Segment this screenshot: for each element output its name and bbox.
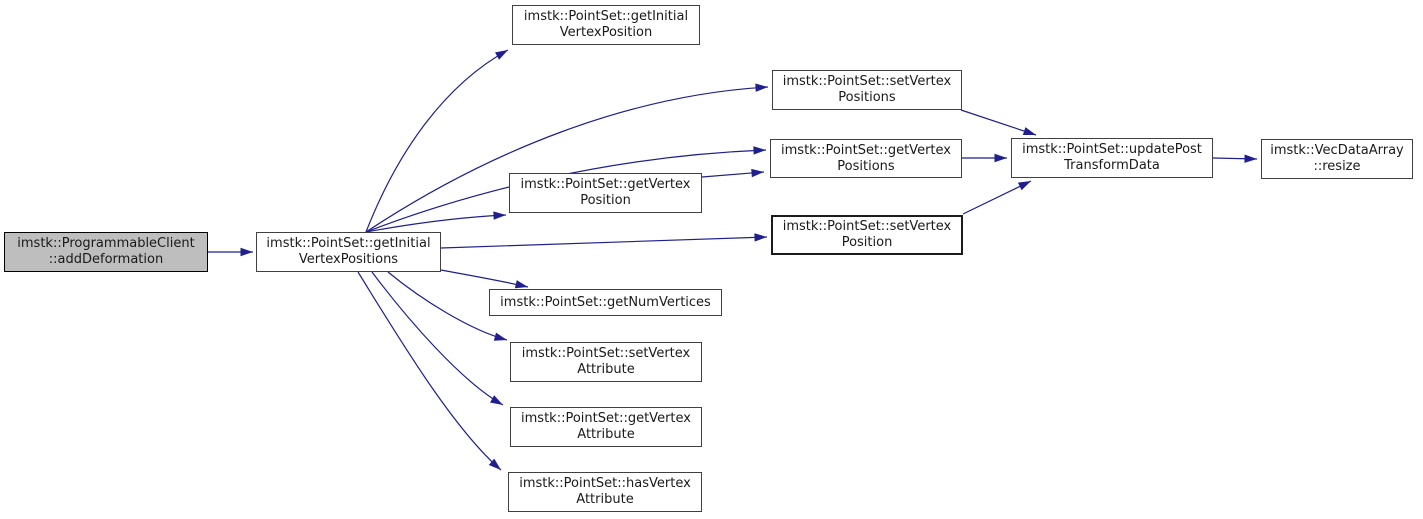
- node-label-line: imstk::PointSet::updatePost: [1022, 142, 1202, 157]
- node-label-line: Attribute: [576, 492, 634, 507]
- node-label-line: Position: [580, 193, 631, 208]
- node-label-line: imstk::VecDataArray: [1270, 143, 1404, 158]
- node-label-line: imstk::PointSet::hasVertex: [519, 476, 691, 491]
- edge-getinitialvertexpositions-setvertexpositions: [365, 83, 769, 233]
- edge-getinitialvertexpositions-getinitialvertexposition: [365, 49, 509, 233]
- node-label-line: imstk::PointSet::getVertex: [781, 142, 951, 158]
- node-label-line: imstk::ProgrammableClient: [17, 236, 195, 251]
- node-label-line: VertexPositions: [298, 252, 399, 267]
- node-label-line: imstk::PointSet::setVertex: [782, 74, 952, 89]
- node-label-line: Positions: [837, 158, 895, 174]
- node-setvertexposition[interactable]: imstk::PointSet::setVertex Position: [771, 215, 963, 255]
- node-getnumvertices[interactable]: imstk::PointSet::getNumVertices: [489, 289, 722, 316]
- node-label-line: imstk::PointSet::getInitial: [266, 236, 431, 251]
- node-label-line: Position: [841, 235, 893, 250]
- node-getvertexposition[interactable]: imstk::PointSet::getVertex Position: [509, 173, 702, 213]
- node-label-line: Attribute: [577, 427, 635, 442]
- node-label-line: Positions: [838, 90, 896, 105]
- node-label-line: TransformData: [1064, 158, 1160, 173]
- edge-getinitialvertexpositions-getnumvertices: [440, 269, 529, 289]
- node-getvertexattribute[interactable]: imstk::PointSet::getVertex Attribute: [510, 407, 702, 447]
- node-label-line: imstk::PointSet::getNumVertices: [500, 294, 711, 310]
- node-label-line: imstk::PointSet::setVertex: [782, 219, 952, 234]
- node-updateposttransformdata[interactable]: imstk::PointSet::updatePost TransformDat…: [1011, 138, 1213, 178]
- edge-updateposttransformdata-resize: [1212, 154, 1258, 163]
- edge-getinitialvertexpositions-getvertexposition: [365, 211, 507, 233]
- node-label-line: imstk::PointSet::setVertex: [521, 346, 691, 361]
- edge-getinitialvertexpositions-hasvertexattribute: [357, 271, 502, 471]
- node-adddeformation: imstk::ProgrammableClient ::addDeformati…: [4, 232, 208, 272]
- node-label-line: Attribute: [577, 362, 635, 377]
- edge-getvertexposition-getvertexpositions: [701, 168, 765, 178]
- node-getinitialvertexpositions[interactable]: imstk::PointSet::getInitial VertexPositi…: [256, 232, 441, 272]
- node-vecdataarray-resize[interactable]: imstk::VecDataArray ::resize: [1261, 139, 1413, 179]
- node-setvertexattribute[interactable]: imstk::PointSet::setVertex Attribute: [510, 342, 702, 382]
- node-getvertexpositions[interactable]: imstk::PointSet::getVertex Positions: [770, 139, 962, 178]
- node-setvertexpositions[interactable]: imstk::PointSet::setVertex Positions: [772, 70, 962, 110]
- node-label-line: imstk::PointSet::getInitial: [523, 9, 689, 24]
- edge-setvertexpositions-updateposttransformdata: [960, 109, 1037, 136]
- node-label-line: ::resize: [1313, 159, 1361, 174]
- edge-getinitialvertexpositions-setvertexposition: [440, 233, 768, 249]
- node-label-line: imstk::PointSet::getVertex: [521, 411, 691, 426]
- node-getinitialvertexposition[interactable]: imstk::PointSet::getInitial VertexPositi…: [512, 5, 700, 45]
- edge-getinitialvertexpositions-setvertexattribute: [387, 271, 508, 341]
- node-hasvertexattribute[interactable]: imstk::PointSet::hasVertex Attribute: [508, 472, 702, 512]
- node-label-line: ::addDeformation: [48, 252, 164, 267]
- edge-getinitialvertexpositions-getvertexattribute: [371, 271, 504, 406]
- edge-setvertexposition-updateposttransformdata: [962, 180, 1032, 215]
- node-label-line: imstk::PointSet::getVertex: [520, 177, 691, 192]
- node-label-line: VertexPosition: [559, 25, 653, 40]
